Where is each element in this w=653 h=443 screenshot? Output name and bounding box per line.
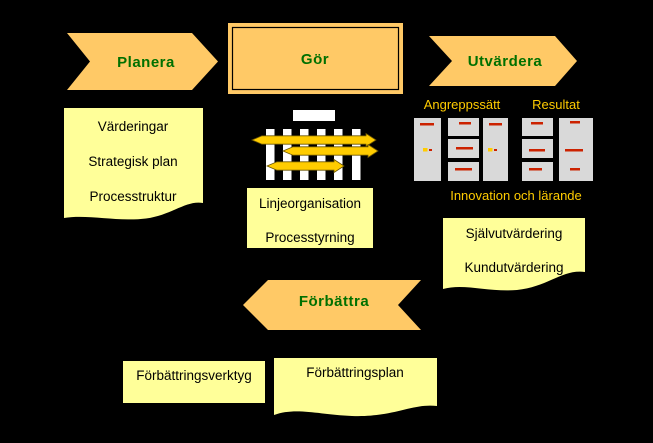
eval-note-line: Självutvärdering [466,226,563,241]
model-box [522,139,553,158]
chevron-right-icon [429,36,577,86]
mini-text-mark [565,149,583,152]
act-arrow-label: Förbättra [299,293,369,310]
mini-text-mark [420,123,434,126]
innovation-label: Innovation och lärande [450,188,582,203]
mini-text-mark [488,148,493,152]
do-note: Linjeorganisation Processtyrning [247,188,373,248]
do-note-line: Linjeorganisation [259,196,361,211]
act-arrow-shape: Förbättra [243,280,421,330]
plan-note-line: Värderingar [98,119,169,134]
plan-note-line: Strategisk plan [88,154,177,169]
eval-note-line: Kundutvärdering [464,260,563,275]
mini-text-mark [429,149,432,151]
plan-note-line: Processtruktur [89,189,177,204]
org-column [266,129,275,180]
check-arrow-label: Utvärdera [468,53,543,70]
mini-text-mark [494,149,497,151]
wave-note-shape [443,218,585,291]
process-arrow-icon [281,143,379,159]
improve-tools-note: Förbättringsverktyg [123,361,265,403]
do-box: Gör [226,21,405,96]
improve-tools-label: Förbättringsverktyg [136,368,252,383]
mini-text-mark [423,148,428,152]
improve-plan-note: Förbättringsplan [274,358,437,417]
process-arrow-icon [265,158,345,174]
wave-note-shape [64,108,203,220]
model-box [448,162,479,181]
result-label: Resultat [532,97,580,112]
rect-note-shape [247,188,373,248]
mini-text-mark [531,122,543,125]
org-column [283,129,292,180]
check-arrow-shape: Utvärdera [429,36,577,86]
mini-text-mark [489,123,502,126]
plan-note: Värderingar Strategisk plan Processtrukt… [64,108,203,220]
plan-arrow-shape: Planera [67,33,218,90]
mini-text-mark [455,168,472,171]
mini-text-mark [570,168,580,171]
mini-text-mark [456,147,473,150]
do-box-inner-border [231,26,400,91]
mini-text-mark [529,168,542,171]
model-box [522,162,553,181]
wave-note-shape [274,358,437,417]
process-arrow-icon [250,132,377,148]
model-box [522,118,553,136]
do-note-line: Processtyrning [265,230,354,245]
rect-note-shape [123,361,265,403]
chevron-left-icon [243,280,421,330]
model-box [448,118,479,136]
evaluation-model: Angreppssätt Resultat [414,97,593,203]
eval-note: Självutvärdering Kundutvärdering [443,218,585,291]
mini-text-mark [529,149,545,152]
plan-arrow-label: Planera [117,54,175,71]
chevron-right-icon [67,33,218,90]
do-box-outer [226,21,405,96]
approach-label: Angreppssätt [424,97,501,112]
improve-plan-label: Förbättringsplan [306,365,404,380]
organisation-glyph-icon [250,110,379,180]
mini-text-mark [459,122,471,125]
do-box-label: Gör [301,51,329,68]
mini-text-mark [570,121,580,124]
org-top-bar [293,110,335,121]
